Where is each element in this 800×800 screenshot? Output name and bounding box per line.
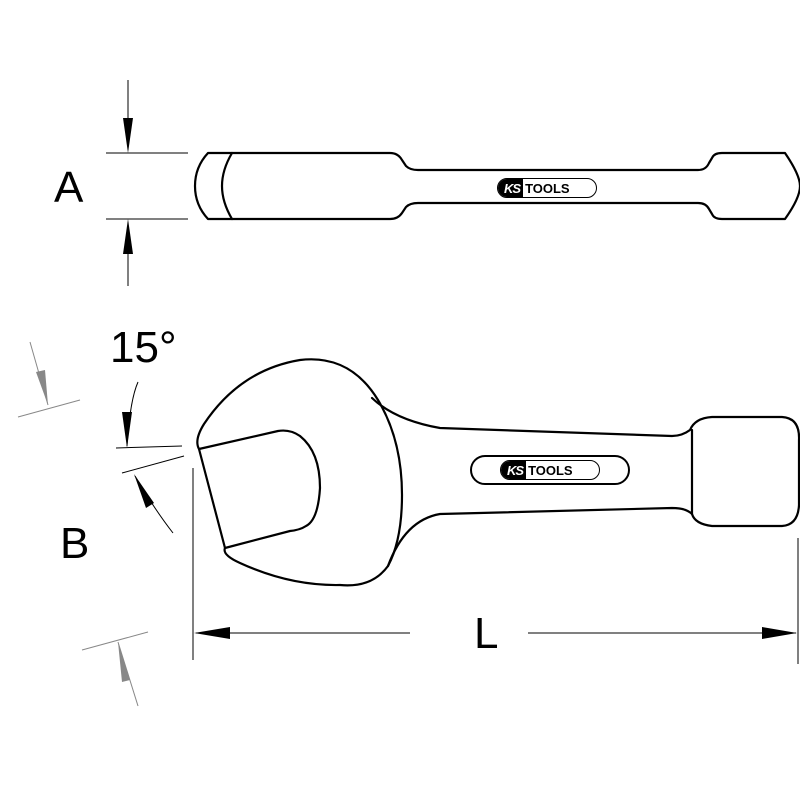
logo-recess	[470, 455, 630, 485]
dimension-b-label: B	[60, 519, 90, 568]
dimension-angle	[115, 381, 185, 534]
dimension-l	[192, 468, 799, 664]
brand-logo-side-view: KS TOOLS	[497, 178, 597, 198]
side-view	[193, 151, 800, 221]
dimension-l-label: L	[474, 609, 499, 658]
angle-label: 15°	[110, 323, 177, 372]
logo-text: TOOLS	[528, 462, 573, 478]
top-view	[196, 358, 800, 587]
dimension-a-label: A	[54, 163, 84, 212]
dimension-a	[106, 80, 188, 286]
logo-mark: KS	[498, 179, 524, 197]
dimension-b	[17, 341, 149, 707]
brand-logo-top-view: KS TOOLS	[500, 460, 600, 480]
logo-mark: KS	[501, 461, 527, 479]
logo-text: TOOLS	[525, 180, 570, 196]
